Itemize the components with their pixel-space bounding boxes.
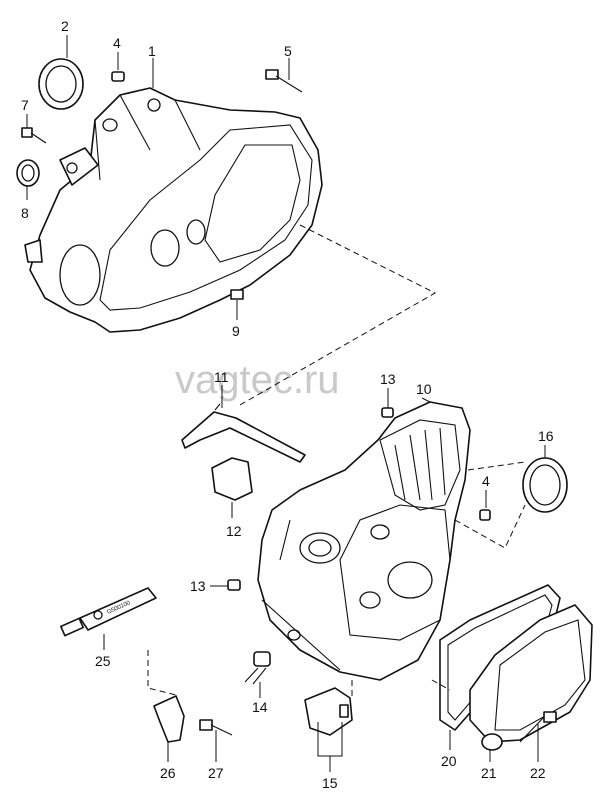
part-number-1: 1	[148, 43, 156, 59]
clutch-housing	[24, 87, 323, 333]
plug-13-lower	[227, 579, 241, 591]
part-number-25: 25	[95, 653, 111, 669]
part-number-13-upper: 13	[380, 371, 396, 387]
connection-line-sensor	[147, 650, 177, 696]
part-number-8: 8	[21, 205, 29, 221]
plug-4-lower	[479, 509, 491, 521]
seal-ring-16	[522, 457, 568, 513]
part-number-20: 20	[441, 753, 457, 769]
bracket-12	[211, 457, 253, 501]
part-number-16: 16	[538, 428, 554, 444]
part-number-2: 2	[61, 18, 69, 34]
sensor-26	[153, 695, 185, 743]
part-number-12: 12	[226, 523, 242, 539]
gearbox-housing	[257, 401, 471, 681]
sensor-14	[244, 651, 271, 685]
part-number-15: 15	[322, 775, 338, 791]
part-number-13-lower: 13	[190, 578, 206, 594]
bracket-15	[304, 687, 353, 736]
part-number-21: 21	[481, 765, 497, 781]
part-number-11: 11	[214, 369, 229, 385]
seal-ring-2	[38, 58, 84, 110]
connection-line-upper	[239, 224, 437, 406]
part-number-10: 10	[416, 381, 432, 397]
plug-4	[111, 71, 125, 82]
part-number-9: 9	[232, 323, 240, 339]
part-number-26: 26	[160, 765, 176, 781]
leader-lines	[26, 35, 546, 772]
bolt-7	[21, 127, 47, 144]
part-number-7: 7	[21, 97, 29, 113]
part-number-27: 27	[208, 765, 224, 781]
part-number-22: 22	[530, 765, 546, 781]
part-number-14: 14	[252, 699, 268, 715]
plug-13-upper	[381, 407, 394, 418]
selector-shaft-11	[181, 403, 306, 463]
part-number-4: 4	[113, 35, 121, 51]
bolt-5	[265, 69, 303, 93]
pin-9	[230, 289, 244, 300]
connection-line-gasket	[431, 679, 451, 691]
seal-ring-8	[16, 159, 40, 187]
bolt-27	[199, 719, 233, 736]
part-number-5: 5	[284, 43, 292, 59]
sealant-tube-25: G500100	[60, 587, 157, 637]
part-numbers: 2 4 1 5 7 8 9 10 11 12 13 13 4 14 15 16 …	[21, 18, 554, 791]
bolt-22	[519, 711, 557, 743]
part-number-4-lower: 4	[482, 473, 490, 489]
watermark-text: vagtec.ru	[175, 358, 340, 402]
cover-21	[469, 604, 593, 751]
